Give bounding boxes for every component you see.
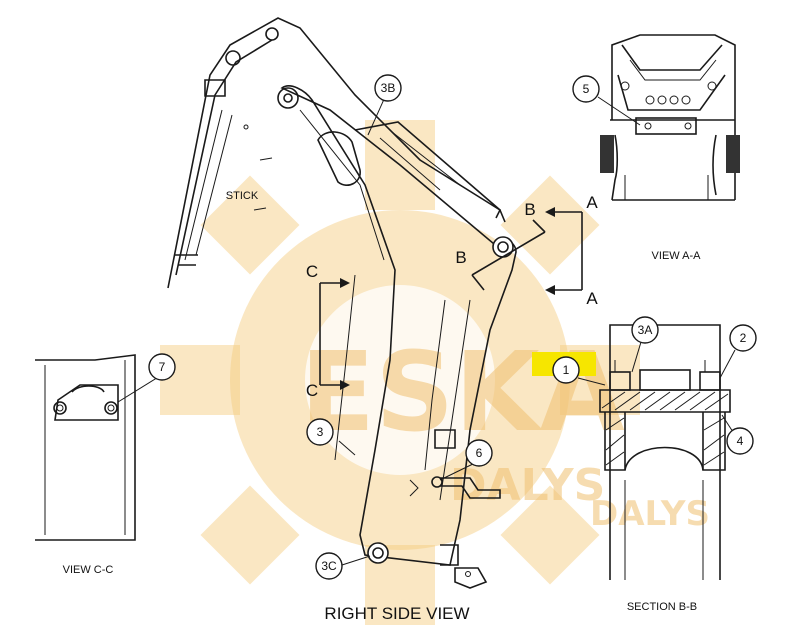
callout-6: 6 (465, 439, 493, 467)
callout-7: 7 (148, 353, 176, 381)
right-side-view-title: RIGHT SIDE VIEW (324, 604, 469, 623)
callout-4: 4 (726, 427, 754, 455)
callout-3a: 3A (631, 316, 659, 344)
callout-3a-label: 3A (638, 323, 653, 337)
section-bb-drawing (599, 324, 731, 580)
callout-1: 1 (552, 356, 580, 384)
callout-7-label: 7 (159, 360, 166, 374)
watermark-sub: DALYS (450, 460, 605, 511)
callout-3c: 3C (315, 552, 343, 580)
section-a-bottom-letter: A (586, 289, 598, 308)
callout-3c-label: 3C (321, 559, 337, 573)
section-c-top-letter: C (306, 262, 318, 281)
callout-3b-label: 3B (381, 81, 396, 95)
watermark-brand: ESKA (300, 328, 625, 456)
callout-2: 2 (729, 324, 757, 352)
section-a-marker (545, 207, 583, 295)
section-bb-title: SECTION B-B (627, 601, 697, 613)
section-a-top-letter: A (586, 193, 598, 212)
callout-2-label: 2 (740, 331, 747, 345)
callout-6-label: 6 (476, 446, 483, 460)
section-b-top-letter: B (524, 200, 535, 219)
section-b-left-letter: B (455, 248, 466, 267)
watermark-sub-2: DALYS (590, 494, 710, 534)
stick-label: STICK (226, 190, 259, 202)
view-cc-drawing (35, 354, 136, 541)
view-aa-drawing (600, 34, 740, 201)
section-b-marker (471, 219, 546, 291)
callout-4-label: 4 (737, 434, 744, 448)
section-c-bottom-letter: C (306, 381, 318, 400)
stick-drawing (167, 17, 506, 289)
callout-3b: 3B (374, 74, 402, 102)
callout-3: 3 (306, 418, 334, 446)
callout-5: 5 (572, 75, 600, 103)
section-c-marker (319, 278, 350, 390)
view-aa-title: VIEW A-A (652, 250, 702, 262)
boom-drawing (277, 85, 517, 589)
callout-3-label: 3 (317, 425, 324, 439)
callout-1-label: 1 (563, 363, 570, 377)
callout-5-label: 5 (583, 82, 590, 96)
view-cc-title: VIEW C-C (63, 564, 114, 576)
leader-lines (117, 96, 736, 566)
